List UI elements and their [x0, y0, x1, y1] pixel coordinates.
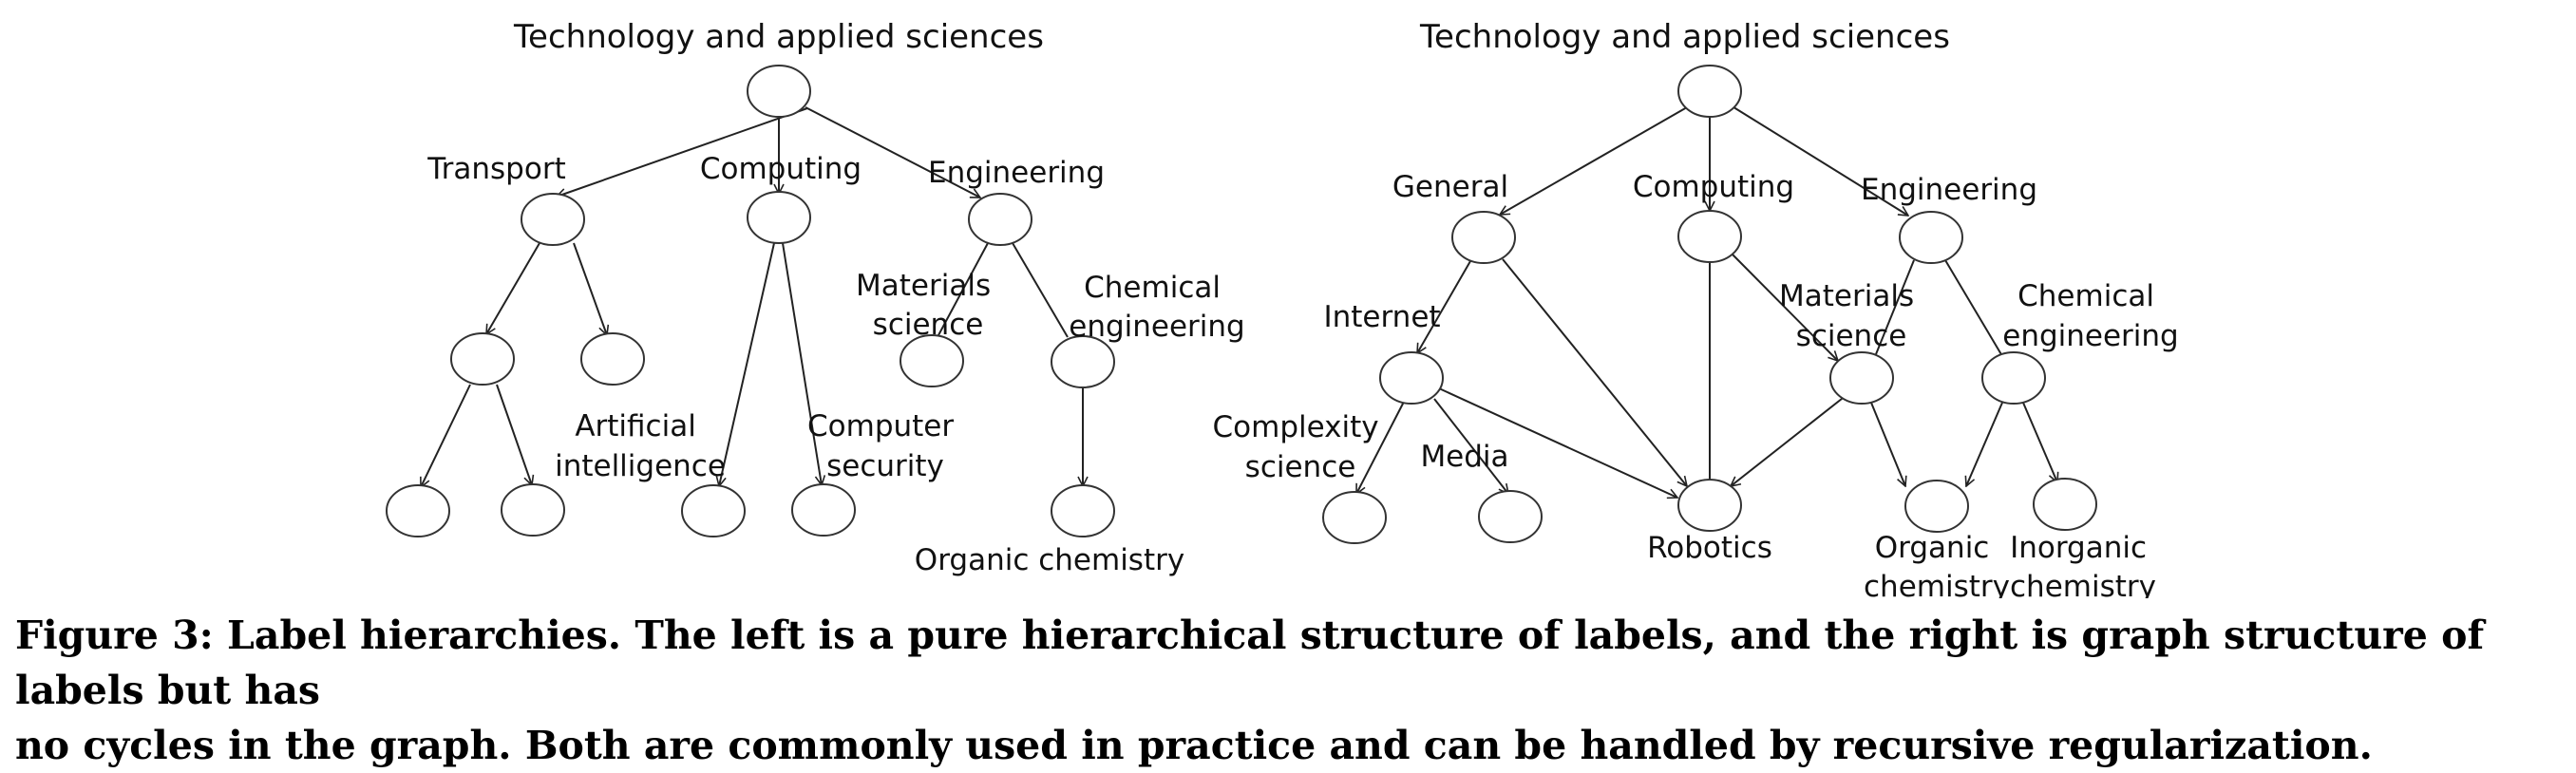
right-edges	[1355, 104, 2057, 498]
edge-root-transport	[557, 107, 808, 197]
left-transport-node	[521, 193, 585, 246]
left-security-node	[791, 483, 856, 537]
right-chemical-engineering-node	[1981, 351, 2046, 405]
edge-engineering-materials-r	[1875, 259, 1915, 355]
label-hierarchy-diagram: Technology and applied sciences Transpor…	[386, 18, 2179, 598]
edge-internet-complexity	[1355, 401, 1405, 494]
edge-engineering-chemical-r	[1944, 259, 2003, 357]
edge-root-general	[1500, 106, 1688, 215]
edge-computing-security	[782, 242, 822, 485]
right-root-node	[1677, 65, 1742, 118]
left-chemical-engineering-node	[1051, 335, 1115, 388]
edge-general-robotics	[1502, 258, 1687, 486]
edge-engineering-materials	[938, 242, 989, 336]
edge-root-engineering	[805, 106, 980, 198]
edge-transport-child2	[573, 242, 607, 335]
left-label-transport: Transport	[426, 152, 565, 186]
right-label-inorganic-chemistry: Inorganic chemistry	[2010, 531, 2156, 598]
right-label-computing: Computing	[1633, 170, 1794, 204]
left-label-materials-science: Materials science	[856, 269, 1000, 342]
right-complexity-science-node	[1322, 491, 1387, 544]
left-label-computing: Computing	[700, 152, 862, 186]
edge-materials-robotics	[1731, 394, 1847, 486]
figure-caption: Figure 3: Label hierarchies. The left is…	[15, 608, 2561, 773]
edge-transport-child1	[486, 242, 540, 334]
edge-chemical-organic-r	[1966, 402, 2003, 486]
edge-internet-media	[1433, 398, 1508, 494]
edge-general-internet	[1417, 260, 1471, 353]
right-label-media: Media	[1420, 440, 1508, 474]
right-engineering-node	[1899, 211, 1963, 264]
right-computing-node	[1677, 210, 1742, 263]
left-label-engineering: Engineering	[928, 156, 1105, 190]
left-label-computer-security: Computer security	[807, 409, 963, 483]
right-label-organic-chemistry: Organic chemistry	[1864, 531, 2010, 598]
left-title: Technology and applied sciences	[513, 18, 1044, 56]
edge-engineering-chemical	[1012, 242, 1069, 338]
left-transport-child2-node	[580, 332, 645, 386]
right-label-complexity-science: Complexity science	[1213, 410, 1389, 484]
left-root-node	[747, 65, 811, 118]
left-transport-child1-node	[450, 332, 515, 386]
right-label-materials-science: Materials science	[1779, 279, 1923, 353]
edge-computing-materials	[1730, 252, 1838, 361]
left-computing-node	[747, 191, 811, 244]
right-internet-node	[1379, 351, 1444, 405]
caption-line-1: Figure 3: Label hierarchies. The left is…	[15, 613, 2485, 713]
left-nodes	[386, 65, 1115, 537]
right-media-node	[1478, 490, 1543, 543]
right-labels: Technology and applied sciences General …	[1213, 18, 2179, 598]
right-general-node	[1451, 211, 1516, 264]
left-materials-science-node	[900, 334, 964, 387]
left-leaf1-node	[386, 484, 450, 537]
right-label-chemical-engineering: Chemical engineering	[2002, 279, 2179, 353]
left-organic-chemistry-node	[1051, 484, 1115, 537]
edge-chemical-inorganic	[2022, 402, 2057, 482]
edge-materials-organic	[1870, 402, 1905, 486]
right-materials-science-node	[1829, 351, 1894, 405]
edge-computing-ai	[719, 242, 775, 486]
right-label-robotics: Robotics	[1647, 531, 1772, 565]
right-nodes	[1322, 65, 2097, 544]
right-label-internet: Internet	[1323, 300, 1440, 334]
right-title: Technology and applied sciences	[1419, 18, 1950, 56]
edge-child1-leaf2	[496, 384, 532, 485]
left-label-chemical-engineering: Chemical engineering	[1069, 271, 1245, 344]
edge-root-engineering-r	[1730, 104, 1908, 216]
left-label-artificial-intelligence: Artificial intelligence	[555, 409, 726, 483]
right-organic-chemistry-node	[1904, 480, 1969, 533]
left-label-organic-chemistry: Organic chemistry	[915, 543, 1184, 577]
left-tree: Technology and applied sciences Transpor…	[386, 18, 1245, 577]
left-edges	[421, 106, 1083, 487]
edge-internet-robotics	[1438, 387, 1677, 498]
right-robotics-node	[1677, 479, 1742, 532]
right-label-engineering: Engineering	[1861, 173, 2037, 207]
left-ai-node	[681, 484, 746, 537]
left-leaf2-node	[501, 483, 565, 537]
left-labels: Technology and applied sciences Transpor…	[426, 18, 1244, 577]
caption-line-2: no cycles in the graph. Both are commonl…	[15, 723, 2373, 768]
right-label-general: General	[1392, 170, 1508, 204]
right-inorganic-chemistry-node	[2033, 478, 2097, 531]
left-engineering-node	[968, 193, 1032, 246]
right-graph: Technology and applied sciences General …	[1213, 18, 2179, 598]
edge-child1-leaf1	[421, 384, 471, 487]
